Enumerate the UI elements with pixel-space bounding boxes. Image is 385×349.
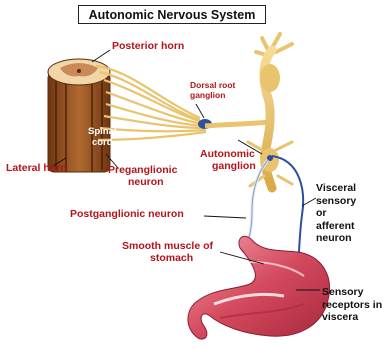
label-spinal-cord: Spinal cord (88, 126, 117, 148)
label-visceral-sensory-neuron: Visceral sensory or afferent neuron (316, 182, 356, 245)
title-box: Autonomic Nervous System (78, 5, 266, 24)
label-lateral-horn: Lateral horn (6, 162, 67, 174)
diagram-title: Autonomic Nervous System (89, 8, 256, 22)
spinal-cord-graphic (48, 59, 110, 172)
label-preganglionic-neuron: Preganglionic neuron (108, 164, 177, 188)
label-autonomic-ganglion: Autonomic ganglion (200, 148, 256, 172)
label-smooth-muscle-of-stomach: Smooth muscle of stomach (122, 240, 213, 264)
label-posterior-horn: Posterior horn (112, 40, 184, 52)
spinal-nerve-graphic (205, 122, 270, 126)
label-postganglionic-neuron: Postganglionic neuron (70, 208, 184, 220)
label-dorsal-root-ganglion: Dorsal root ganglion (190, 80, 235, 100)
label-sensory-receptors-in-viscera: Sensory receptors in viscera (322, 286, 382, 324)
